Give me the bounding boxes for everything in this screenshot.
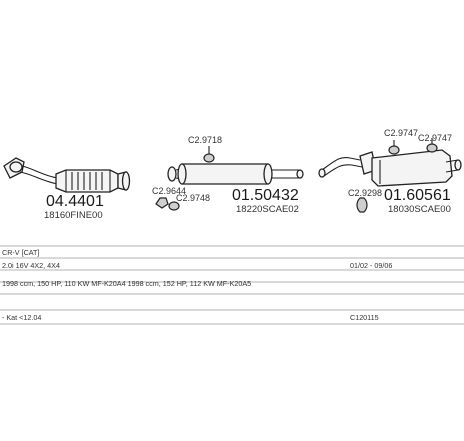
part-number-2: 01.50432 xyxy=(232,187,299,204)
application-table xyxy=(0,245,464,325)
clamp-c2-9747-right[interactable] xyxy=(426,138,438,153)
clamp-label-c2-9747-left: C2.9747 xyxy=(384,128,418,138)
clamp-label-c2-9748: C2.9748 xyxy=(176,193,210,203)
table-row-model: CR-V [CAT] xyxy=(2,248,39,257)
table-row-kit-number: C120115 xyxy=(350,313,379,322)
part-number-1: 04.4401 xyxy=(46,193,104,210)
clamp-label-c2-9298: C2.9298 xyxy=(348,188,382,198)
clamp-c2-9298[interactable] xyxy=(356,197,368,213)
table-row-years: 01/02 - 09/06 xyxy=(350,261,392,270)
clamp-c2-9718[interactable] xyxy=(203,146,215,163)
front-pipe-catalytic-converter[interactable] xyxy=(3,157,131,193)
middle-silencer[interactable] xyxy=(167,163,304,185)
rear-silencer[interactable] xyxy=(318,149,462,187)
oem-number-1: 18160FINE00 xyxy=(44,210,103,221)
part-number-3: 01.60561 xyxy=(384,187,451,204)
oem-number-3: 18030SCAE00 xyxy=(388,204,451,215)
oem-number-2: 18220SCAE02 xyxy=(236,204,299,215)
table-row-engine: 2.0i 16V 4X2, 4X4 xyxy=(2,261,60,270)
clamp-c2-9644[interactable] xyxy=(155,197,169,209)
table-row-engine-codes: 1998 ccm, 150 HP, 110 KW MF-K20A4 1998 c… xyxy=(2,279,251,288)
clamp-label-c2-9644: C2.9644 xyxy=(152,186,186,196)
clamp-c2-9748[interactable] xyxy=(168,201,180,211)
clamp-label-c2-9718: C2.9718 xyxy=(188,135,222,145)
clamp-c2-9747-left[interactable] xyxy=(388,140,400,155)
table-row-note: - Kat <12.04 xyxy=(2,313,41,322)
clamp-label-c2-9747-right: C2.9747 xyxy=(418,133,452,143)
